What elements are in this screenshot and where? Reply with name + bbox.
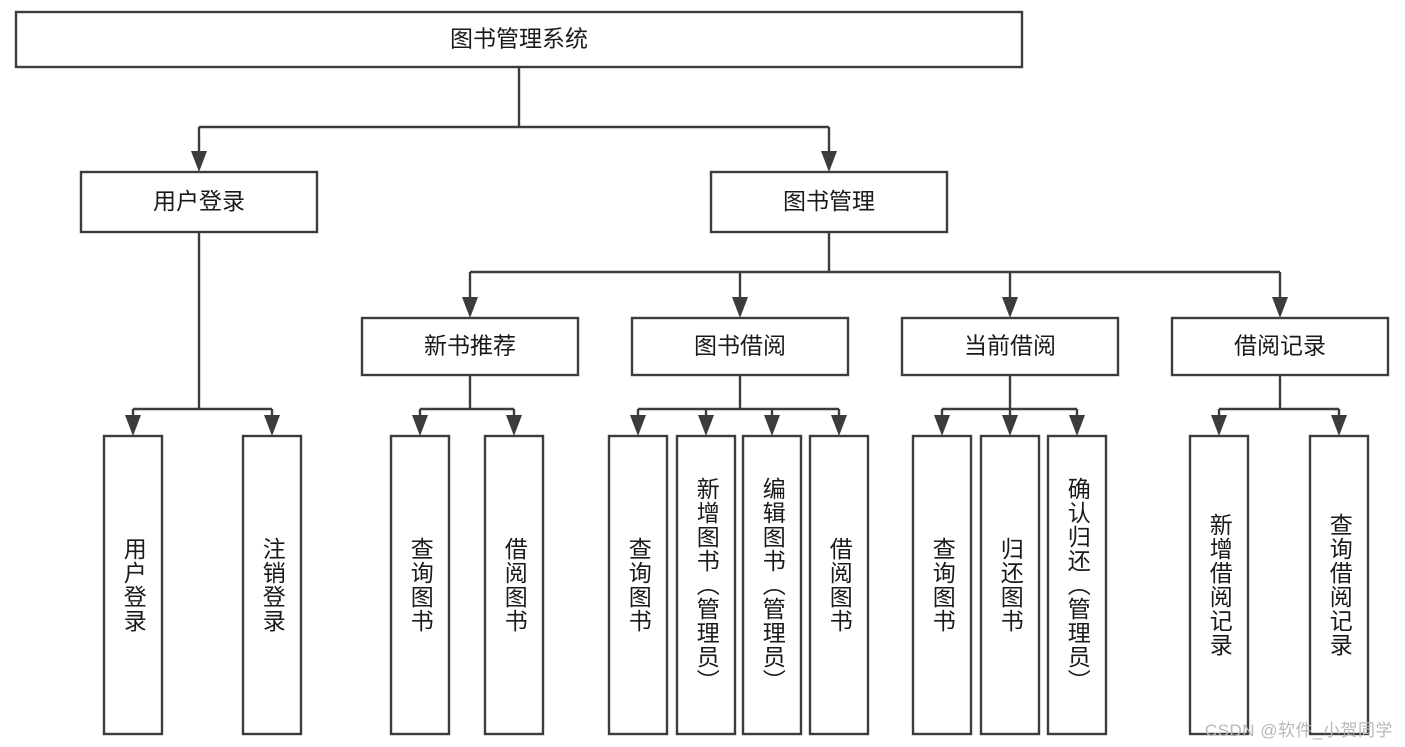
arrow-head-leaf-2-0 (630, 415, 646, 436)
arrow-head-leaf-0-1 (264, 415, 280, 436)
root-node-label: 图书管理系统 (450, 26, 588, 52)
arrow-head-leaf-4-0 (1211, 415, 1227, 436)
connectors-layer (125, 67, 1347, 436)
leaf-node-box-1[interactable] (241, 434, 303, 736)
level2-node-box-3[interactable] (1170, 316, 1390, 377)
leaf-node-box-5[interactable] (675, 434, 737, 736)
arrow-head-leaf-2-2 (764, 415, 780, 436)
leaf-node-box-4[interactable] (607, 434, 669, 736)
level2-node-label-3: 借阅记录 (1234, 333, 1326, 359)
arrow-head-leaf-3-1 (1002, 415, 1018, 436)
level1-node-box-0[interactable] (79, 170, 319, 234)
leaf-node-box-6[interactable] (741, 434, 803, 736)
leaf-node-box-7[interactable] (808, 434, 870, 736)
level2-node-label-1: 图书借阅 (694, 333, 786, 359)
watermark-text: CSDN @软件_小贺同学 (1204, 721, 1393, 740)
arrow-head-level2-3 (1272, 297, 1288, 318)
arrow-head-leaf-3-0 (934, 415, 950, 436)
arrow-head-level2-1 (732, 297, 748, 318)
root-node-box[interactable] (14, 10, 1024, 69)
leaf-node-box-0[interactable] (102, 434, 164, 736)
arrow-head-leaf-2-1 (698, 415, 714, 436)
level2-node-box-0[interactable] (360, 316, 580, 377)
arrow-head-level2-0 (462, 297, 478, 318)
arrow-head-leaf-4-1 (1331, 415, 1347, 436)
leaf-node-box-11[interactable] (1188, 434, 1250, 736)
level2-node-box-2[interactable] (900, 316, 1120, 377)
arrow-head-leaf-0-0 (125, 415, 141, 436)
arrow-head-leaf-3-2 (1069, 415, 1085, 436)
leaf-node-box-9[interactable] (979, 434, 1041, 736)
arrow-head-level1-0 (191, 151, 207, 172)
boxes-layer (14, 10, 1390, 736)
level2-node-label-0: 新书推荐 (424, 333, 516, 359)
leaf-node-box-12[interactable] (1308, 434, 1370, 736)
level2-node-box-1[interactable] (630, 316, 850, 377)
leaf-node-box-8[interactable] (911, 434, 973, 736)
leaf-node-box-10[interactable] (1046, 434, 1108, 736)
leaf-node-box-3[interactable] (483, 434, 545, 736)
arrow-head-leaf-2-3 (831, 415, 847, 436)
level2-node-label-2: 当前借阅 (964, 333, 1056, 359)
arrow-head-level1-1 (821, 151, 837, 172)
arrow-head-leaf-1-1 (506, 415, 522, 436)
level1-node-box-1[interactable] (709, 170, 949, 234)
level1-node-label-0: 用户登录 (153, 188, 245, 214)
level1-node-label-1: 图书管理 (783, 188, 875, 214)
arrow-head-leaf-1-0 (412, 415, 428, 436)
leaf-node-box-2[interactable] (389, 434, 451, 736)
arrow-head-level2-2 (1002, 297, 1018, 318)
